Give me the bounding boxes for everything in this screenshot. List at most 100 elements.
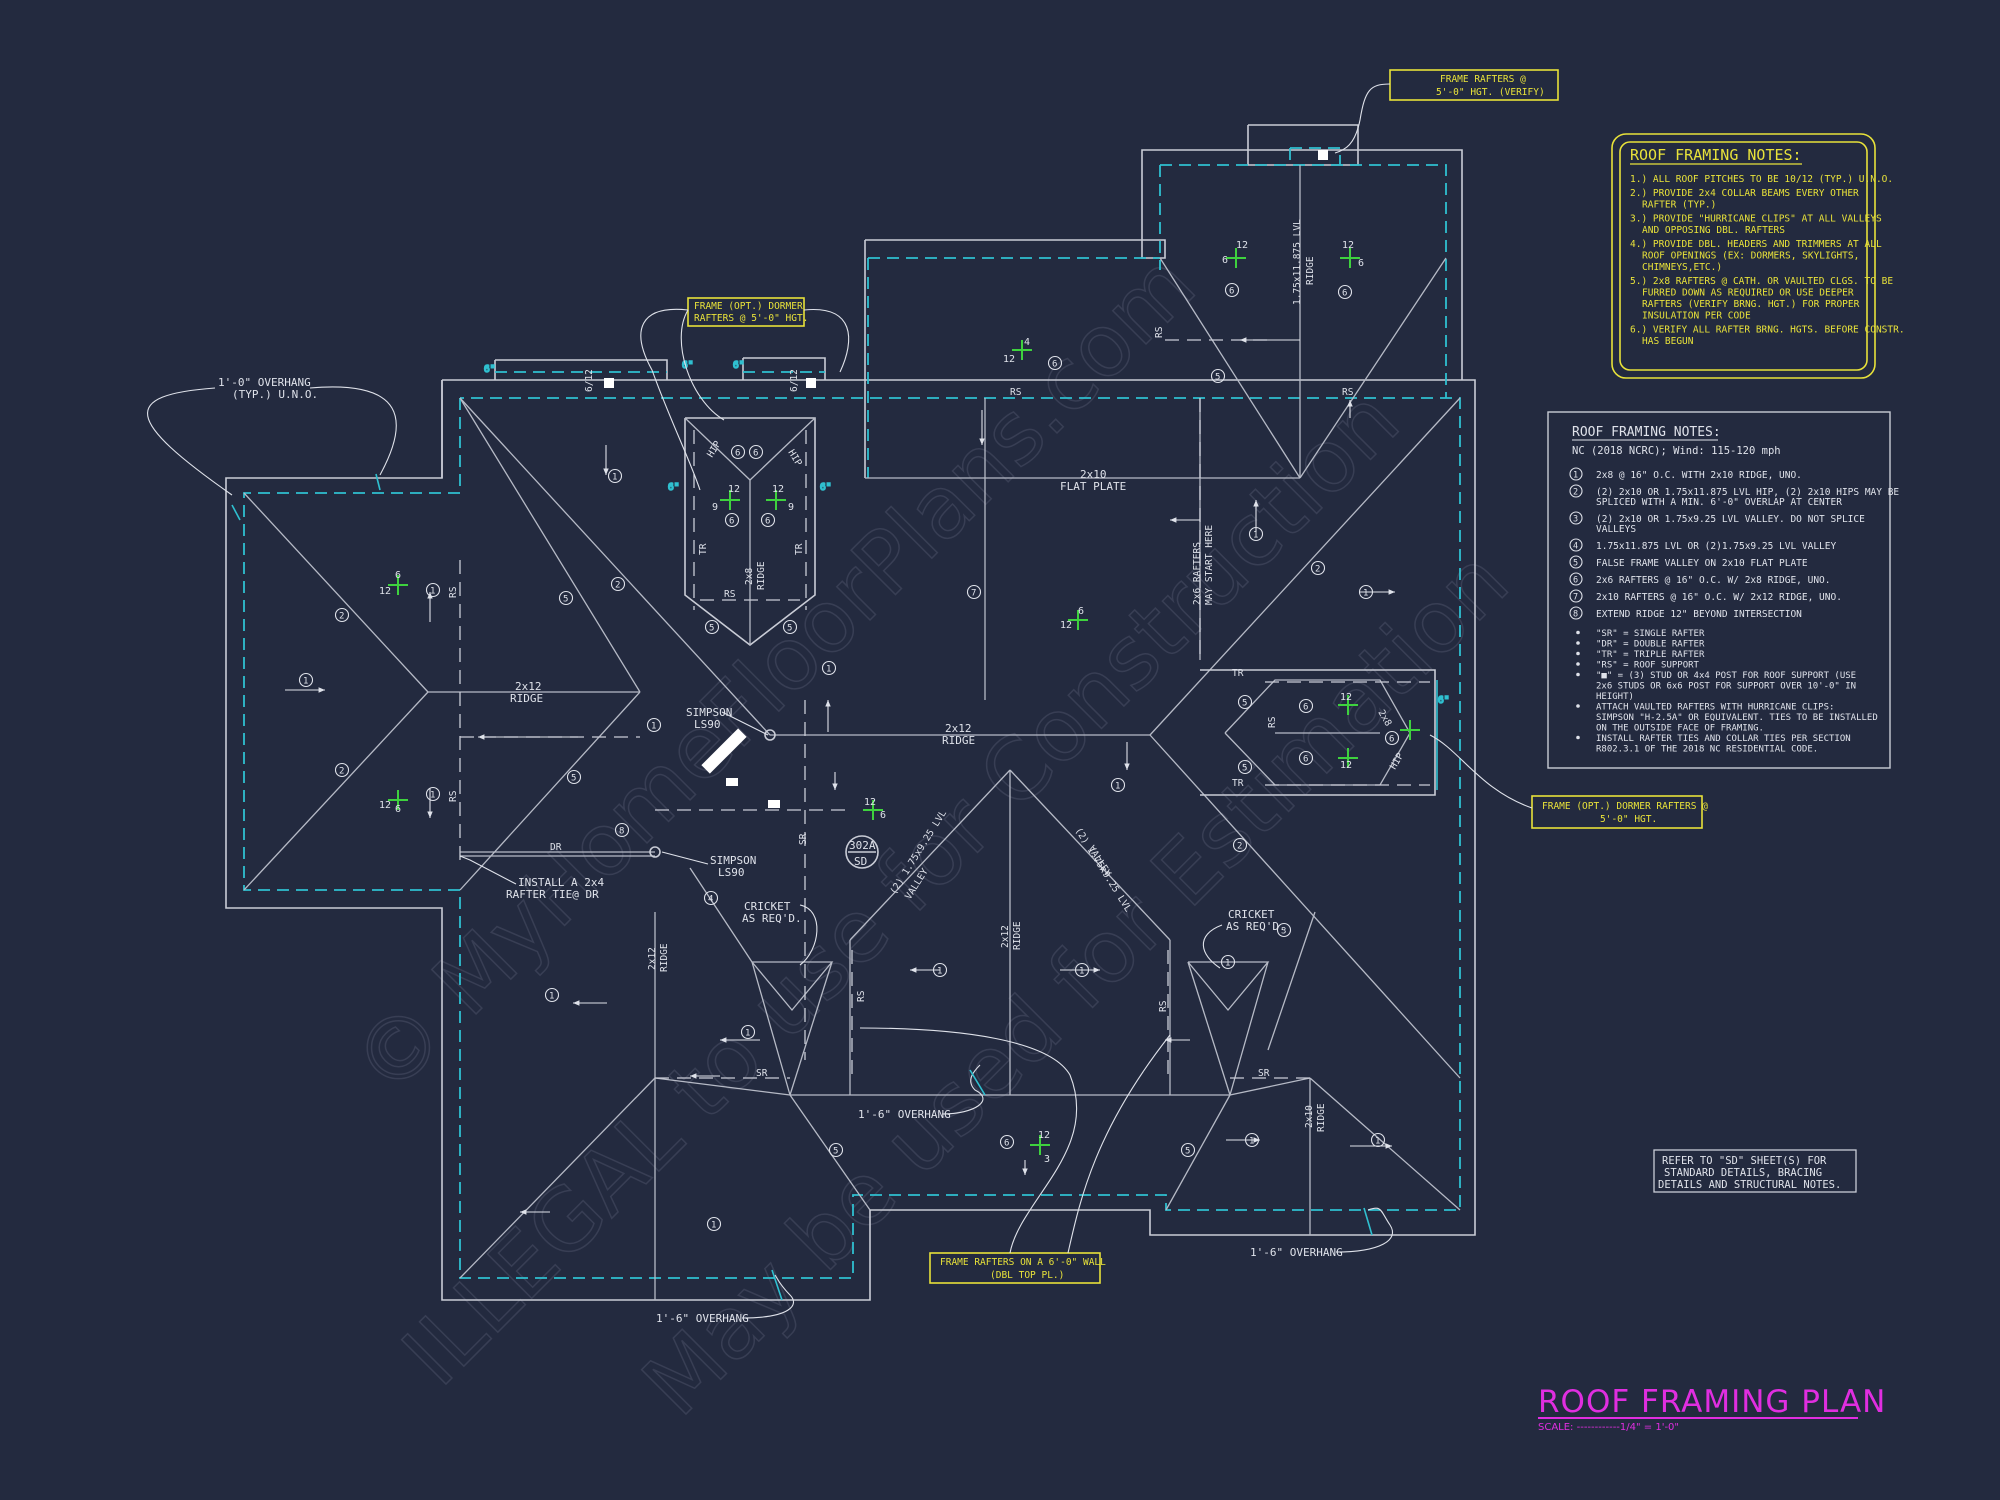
rafter-arrow-head: [1093, 967, 1100, 973]
keyed-marker: [1220, 954, 1236, 970]
keyed-note-text: SPLICED WITH A MIN. 6'-0" OVERLAP AT CEN…: [1596, 497, 1842, 508]
keyed-marker: [544, 987, 560, 1003]
svg-text:1'-6" OVERHANG: 1'-6" OVERHANG: [858, 1108, 951, 1121]
svg-text:6: 6: [880, 810, 886, 821]
keyed-marker-number: 8: [619, 827, 624, 837]
keyed-marker: [1337, 284, 1353, 300]
general-note-line: ROOF OPENINGS (EX: DORMERS, SKYLIGHTS,: [1642, 251, 1859, 262]
bullet-dot: [1576, 651, 1580, 656]
svg-text:TR: TR: [1232, 778, 1244, 789]
keyed-marker: [1384, 730, 1400, 746]
svg-text:6": 6": [682, 360, 693, 371]
keyed-note-text: (2) 2x10 OR 1.75x9.25 LVL VALLEY. DO NOT…: [1596, 514, 1865, 525]
keyed-notes-box: ROOF FRAMING NOTES: NC (2018 NCRC); Wind…: [1547, 411, 1899, 769]
keyed-marker: [1310, 560, 1326, 576]
rafter-arrow-head: [603, 468, 609, 475]
keyed-marker: [1210, 368, 1226, 384]
svg-text:DETAILS AND STRUCTURAL NOTES.: DETAILS AND STRUCTURAL NOTES.: [1658, 1179, 1841, 1191]
keyed-marker-number: 2: [615, 581, 620, 591]
general-note-line: CHIMNEYS,ETC.): [1642, 262, 1722, 273]
plan-title: ROOF FRAMING PLAN: [1538, 1384, 1886, 1420]
keyed-note-text: 2x6 RAFTERS @ 16" O.C. W/ 2x8 RIDGE, UNO…: [1596, 575, 1831, 586]
keyed-bullet-text: 2x6 STUDS OR 6x6 POST FOR SUPPORT OVER 1…: [1596, 682, 1856, 692]
rafter-arrow-head: [427, 811, 433, 818]
svg-text:1.75x11.875 LVL: 1.75x11.875 LVL: [1292, 219, 1303, 305]
svg-text:RS: RS: [448, 790, 459, 802]
keyed-marker-number: 6: [1004, 1139, 1009, 1149]
keyed-marker-number: 6: [1229, 287, 1234, 297]
svg-text:3: 3: [1044, 1154, 1050, 1165]
svg-text:MAY START HERE: MAY START HERE: [1204, 525, 1215, 605]
general-notes-box: ROOF FRAMING NOTES: 1.) ALL ROOF PITCHES…: [1611, 133, 1905, 379]
keyed-marker-number: 1: [711, 1221, 716, 1231]
keyed-marker: [610, 576, 626, 592]
general-note-line: RAFTERS (VERIFY BRNG. HGT.) FOR PROPER: [1642, 299, 1860, 310]
svg-text:6": 6": [1438, 695, 1449, 706]
keyed-bullet-text: R802.3.1 OF THE 2018 NC RESIDENTIAL CODE…: [1596, 745, 1818, 755]
rafter-arrow-head: [520, 1209, 527, 1215]
svg-text:1'-6" OVERHANG: 1'-6" OVERHANG: [1250, 1246, 1343, 1259]
keyed-marker-number: 1: [303, 677, 308, 687]
svg-text:AS REQ'D.: AS REQ'D.: [742, 912, 802, 925]
keyed-note-number: 8: [1573, 610, 1578, 620]
svg-text:2x6 RAFTERS: 2x6 RAFTERS: [1192, 542, 1203, 605]
keyed-note-number-circle: [1569, 484, 1583, 498]
svg-text:RIDGE: RIDGE: [510, 692, 543, 705]
keyed-note-number: 1: [1573, 471, 1578, 481]
svg-text:12: 12: [1342, 240, 1354, 251]
keyed-marker-number: 2: [1237, 842, 1242, 852]
keyed-marker-number: 1: [1225, 959, 1230, 969]
svg-text:6: 6: [1222, 255, 1228, 266]
keyed-marker-number: 1: [1253, 531, 1258, 541]
keyed-marker: [607, 468, 623, 484]
keyed-marker: [828, 1142, 844, 1158]
svg-text:RS: RS: [1154, 326, 1165, 338]
svg-text:RS: RS: [1342, 387, 1354, 398]
keyed-notes-heading: ROOF FRAMING NOTES:: [1572, 425, 1721, 440]
pitch-numbers: 12 6 12 6 12 4 6 12 12 6 12 6 12 9 12 9 …: [379, 240, 1450, 1165]
svg-text:RS: RS: [448, 586, 459, 598]
rafter-arrow-head: [1385, 1143, 1392, 1149]
keyed-marker-number: 6: [1389, 735, 1394, 745]
svg-text:9: 9: [788, 502, 794, 513]
keyed-marker: [614, 822, 630, 838]
svg-text:CRICKET: CRICKET: [1228, 908, 1275, 921]
refer-note: REFER TO "SD" SHEET(S) FOR STANDARD DETA…: [1653, 1149, 1857, 1193]
svg-text:SR: SR: [756, 1068, 768, 1079]
keyed-marker-number: 1: [1363, 589, 1368, 599]
callout-overhang-typ: 1'-0" OVERHANG: [218, 376, 311, 389]
svg-text:2x12: 2x12: [1000, 925, 1011, 948]
svg-text:RS: RS: [856, 990, 867, 1002]
keyed-marker-number: 6: [735, 449, 740, 459]
keyed-bullet-text: "DR" = DOUBLE RAFTER: [1596, 640, 1705, 650]
post-markers: [604, 150, 1328, 869]
keyed-note-number: 2: [1573, 488, 1578, 498]
keyed-marker-number: 2: [339, 612, 344, 622]
svg-text:6/12: 6/12: [584, 369, 595, 392]
keyed-marker: [730, 444, 746, 460]
svg-text:12: 12: [1003, 354, 1015, 365]
svg-text:TR: TR: [698, 543, 709, 555]
svg-text:SIMPSON: SIMPSON: [686, 706, 732, 719]
keyed-marker-number: 6: [1303, 755, 1308, 765]
keyed-bullet-text: "RS" = ROOF SUPPORT: [1596, 661, 1700, 671]
keyed-note-number-circle: [1569, 538, 1583, 552]
svg-text:FRAME RAFTERS @: FRAME RAFTERS @: [1440, 74, 1526, 85]
keyed-marker-number: 5: [787, 624, 792, 634]
svg-text:LS90: LS90: [718, 866, 745, 879]
rafter-arrow-head: [825, 700, 831, 707]
keyed-marker: [1110, 777, 1126, 793]
keyed-note-text: 1.75x11.875 LVL OR (2)1.75x9.25 LVL VALL…: [1596, 541, 1836, 552]
keyed-marker: [646, 717, 662, 733]
svg-text:FRAME (OPT.) DORMER RAFTERS @: FRAME (OPT.) DORMER RAFTERS @: [1542, 801, 1708, 812]
keyed-note-number: 4: [1573, 542, 1578, 552]
keyed-marker: [704, 619, 720, 635]
svg-text:12: 12: [1236, 240, 1248, 251]
svg-text:12: 12: [379, 586, 391, 597]
svg-text:12: 12: [1038, 1130, 1050, 1141]
rafter-arrow-head: [1253, 500, 1259, 507]
keyed-marker-number: 1: [430, 587, 435, 597]
svg-text:RS: RS: [724, 589, 736, 600]
svg-text:LS90: LS90: [694, 718, 721, 731]
svg-text:12: 12: [1340, 692, 1352, 703]
